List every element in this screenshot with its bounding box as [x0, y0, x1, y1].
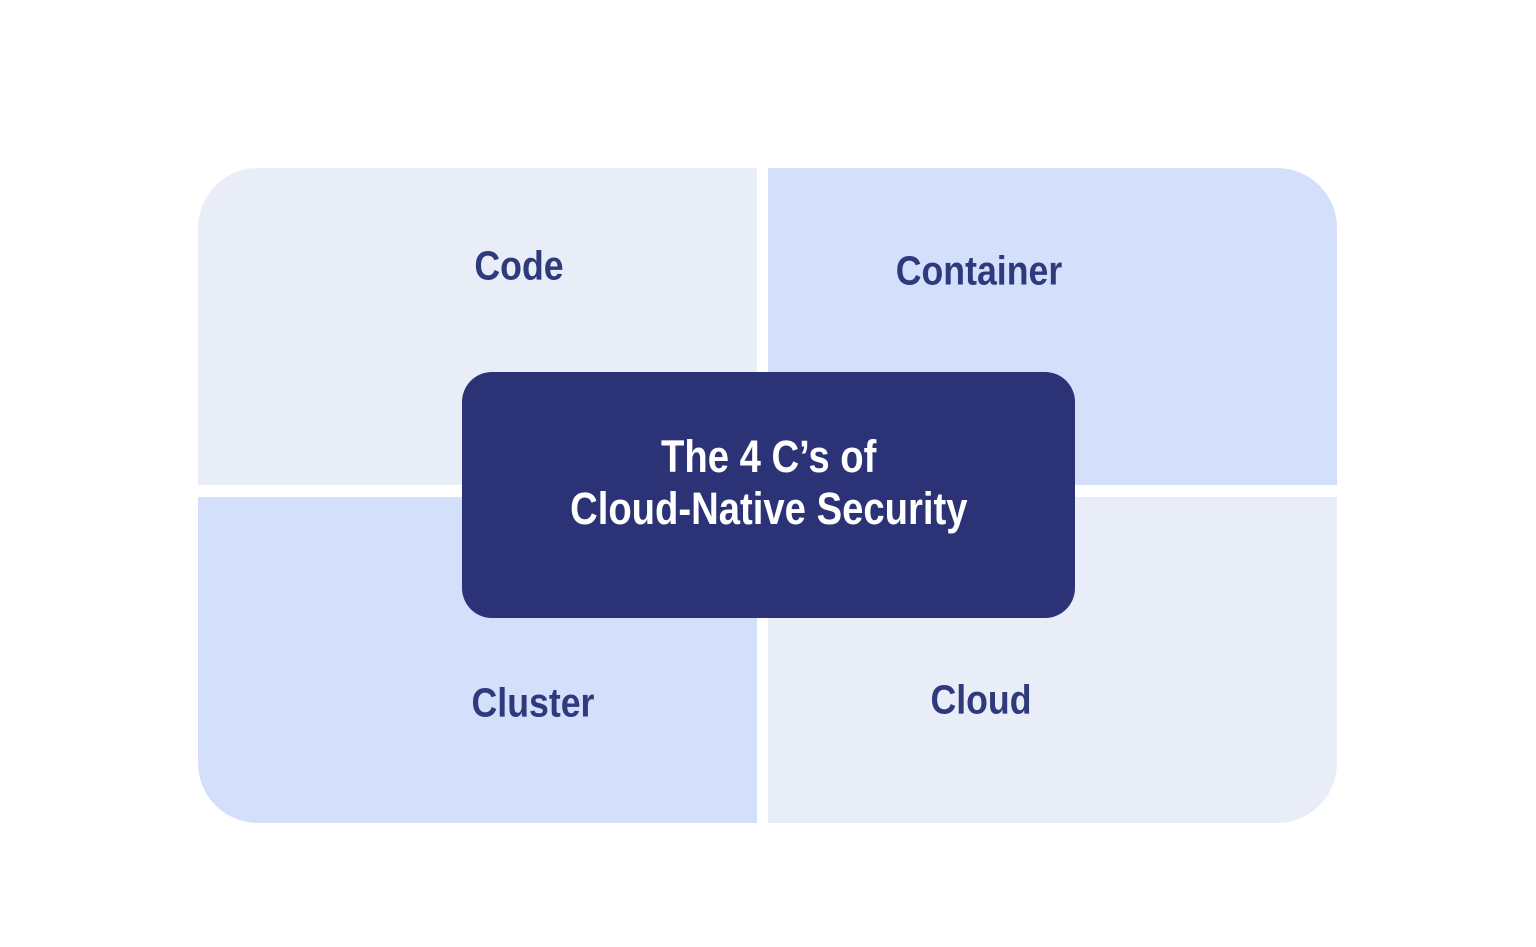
quadrant-label-cluster: Cluster — [462, 679, 603, 726]
quadrant-label-container-text: Container — [895, 247, 1063, 294]
quadrant-label-code-text: Code — [474, 242, 564, 289]
quadrant-label-cloud: Cloud — [923, 676, 1039, 723]
quadrant-label-code: Code — [468, 242, 571, 289]
center-title-line1: The 4 C’s of — [660, 431, 877, 482]
center-title-box: The 4 C’s of Cloud-Native Security — [462, 372, 1075, 618]
quadrant-label-cloud-text: Cloud — [930, 676, 1032, 723]
quadrant-label-cluster-text: Cluster — [471, 679, 595, 726]
center-title-line2: Cloud-Native Security — [569, 483, 968, 534]
quadrant-label-container: Container — [883, 247, 1074, 294]
four-cs-diagram: Code Container Cluster Cloud The 4 C’s o… — [198, 168, 1337, 823]
